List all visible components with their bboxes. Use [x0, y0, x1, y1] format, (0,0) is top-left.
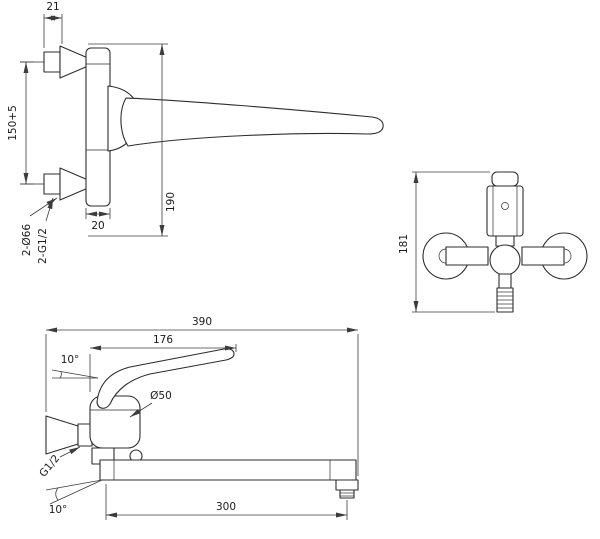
dimension-176: 176: [89, 334, 237, 392]
label-supply-thread: 2-G1/2: [37, 197, 54, 264]
wall-flange-cone: [45, 415, 79, 455]
dim-label-176: 176: [153, 334, 173, 346]
label-2-g12: 2-G1/2: [37, 228, 49, 264]
angle-label-handle: 10°: [61, 354, 80, 366]
view-side-elevation: 21 150+5 190 20 2-Ø66: [7, 1, 384, 264]
left-inlet-arm: [445, 246, 489, 266]
view-side-profile: 390 176 10° Ø50 G1/2: [37, 316, 359, 520]
eccentric-nut: [43, 173, 61, 195]
bottom-supply-connection: [20, 167, 89, 201]
dim-label-150-5: 150+5: [7, 105, 19, 141]
handle-lever: [120, 97, 384, 147]
label-g12: G1/2: [37, 453, 62, 480]
dimension-150-5: 150+5: [7, 61, 34, 185]
right-inlet-arm: [521, 246, 565, 266]
dim-label-390: 390: [192, 316, 212, 328]
angle-line: [49, 479, 103, 505]
angle-line: [45, 479, 103, 491]
aerator: [339, 489, 355, 499]
aerator-body: [339, 489, 355, 499]
swivel-spout: [99, 459, 357, 481]
leader-line: [59, 446, 81, 458]
wall-flange-cone: [59, 167, 89, 201]
faucet-body: [85, 47, 111, 207]
dimension-181: 181: [398, 171, 495, 313]
dimension-21: 21: [43, 1, 63, 48]
label-spout-thread: G1/2: [37, 446, 81, 480]
shower-outlet-thread: [496, 287, 514, 313]
label-cartridge-diameter: Ø50: [129, 390, 172, 418]
set-screw: [501, 202, 509, 210]
label-2-d66: 2-Ø66: [21, 224, 33, 256]
dim-label-181: 181: [398, 234, 410, 254]
outlet-stem: [498, 273, 512, 289]
label-d50: Ø50: [150, 390, 172, 402]
dim-label-190: 190: [165, 192, 177, 212]
angle-label-spout: 10°: [49, 504, 68, 516]
diverter-knob: [489, 244, 521, 276]
faucet-body-front: [486, 185, 524, 237]
angle-arc: [59, 371, 62, 379]
handle-lever: [96, 348, 235, 409]
angle-spout-10: 10°: [45, 479, 103, 516]
dimension-190: 190: [88, 43, 177, 237]
leader-line: [45, 197, 54, 222]
dim-label-300: 300: [216, 501, 236, 513]
eccentric-nut: [43, 51, 61, 73]
dimension-20: 20: [85, 208, 111, 232]
dim-label-21: 21: [46, 1, 59, 13]
leader-line: [129, 402, 153, 418]
angle-arc: [55, 487, 59, 501]
view-front-elevation: 181: [398, 171, 588, 313]
wall-flange-cone: [59, 45, 89, 79]
angle-line: [51, 369, 99, 379]
dim-label-20: 20: [91, 220, 104, 232]
angle-handle-10: 10°: [51, 354, 99, 379]
spout-outlet: [335, 479, 359, 491]
dimension-300: 300: [105, 484, 348, 520]
leader-line: [29, 197, 58, 217]
cartridge-cap: [491, 171, 519, 187]
dimension-390: 390: [45, 316, 359, 476]
